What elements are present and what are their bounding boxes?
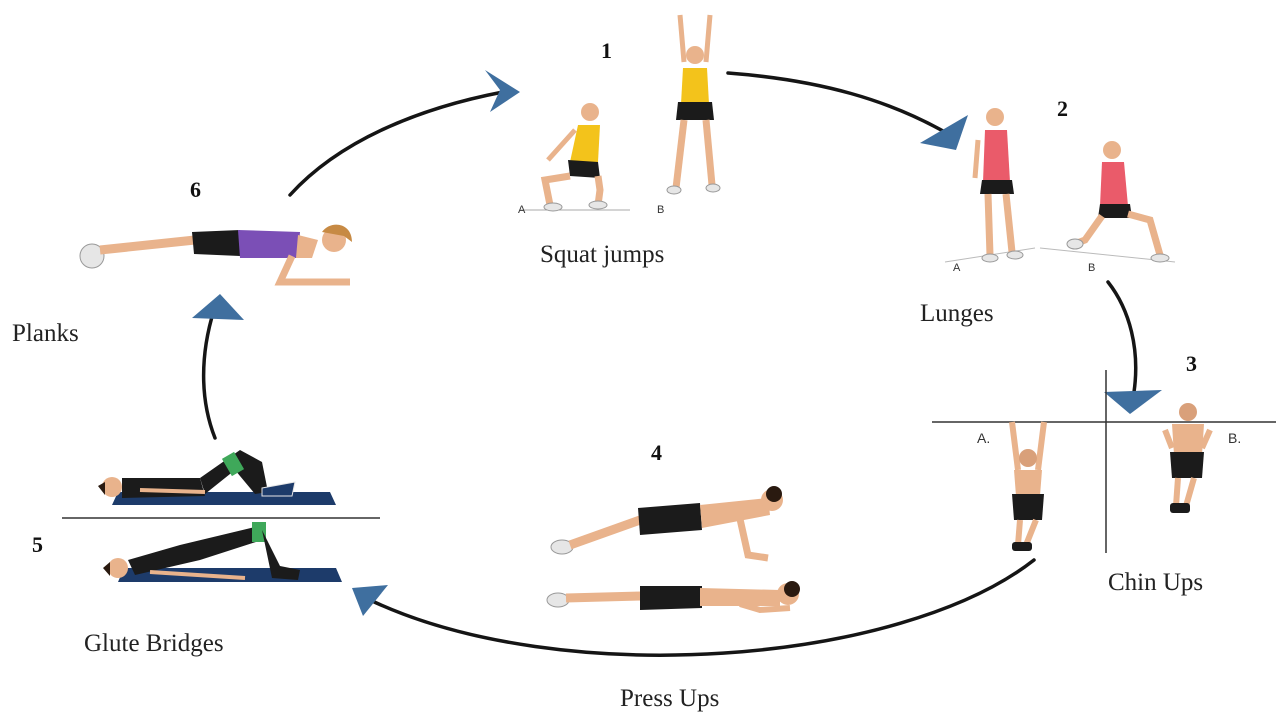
pressup-figure-low	[547, 581, 800, 610]
label-squat-jumps: Squat jumps	[540, 241, 664, 269]
label-glute-bridges: Glute Bridges	[84, 630, 224, 658]
label-planks: Planks	[12, 320, 79, 348]
step-number-4: 4	[651, 440, 662, 466]
pressup-figure-high	[551, 486, 783, 558]
arrow-lunges-to-chinups	[1108, 282, 1136, 392]
glute-bridge-figure-bottom	[103, 522, 342, 582]
arrowhead-to-chinups-icon	[1104, 390, 1162, 414]
chinup-figure-b	[1165, 403, 1210, 513]
plank-figure	[80, 225, 352, 282]
squat-jump-figure-a	[520, 103, 630, 211]
squat-jump-figure-b	[667, 15, 720, 194]
step-number-2: 2	[1057, 96, 1068, 122]
glute-bridge-figure-top	[98, 450, 336, 505]
label-press-ups: Press Ups	[620, 685, 719, 713]
label-chin-ups: Chin Ups	[1108, 569, 1203, 597]
step-number-5: 5	[32, 532, 43, 558]
arrow-glute-to-planks	[204, 310, 215, 438]
squat-position-b: B	[657, 204, 664, 216]
chinup-figure-a	[1012, 422, 1044, 551]
label-lunges: Lunges	[920, 300, 994, 328]
step-number-6: 6	[190, 177, 201, 203]
lunge-position-a: A	[953, 262, 960, 274]
arrowhead-to-planks-icon	[192, 294, 244, 320]
lunge-figure-b	[1040, 141, 1175, 262]
chinup-position-a: A.	[977, 430, 990, 446]
arrowhead-to-pressups-icon	[352, 585, 388, 616]
arrow-squat-to-lunges	[728, 73, 950, 135]
step-number-1: 1	[601, 38, 612, 64]
lunge-position-b: B	[1088, 262, 1095, 274]
squat-position-a: A	[518, 204, 525, 216]
step-number-3: 3	[1186, 351, 1197, 377]
arrowhead-to-squat-icon	[485, 70, 520, 112]
arrow-planks-to-squat	[290, 92, 503, 195]
arrowhead-to-lunges-icon	[920, 115, 968, 150]
chinup-position-b: B.	[1228, 430, 1241, 446]
